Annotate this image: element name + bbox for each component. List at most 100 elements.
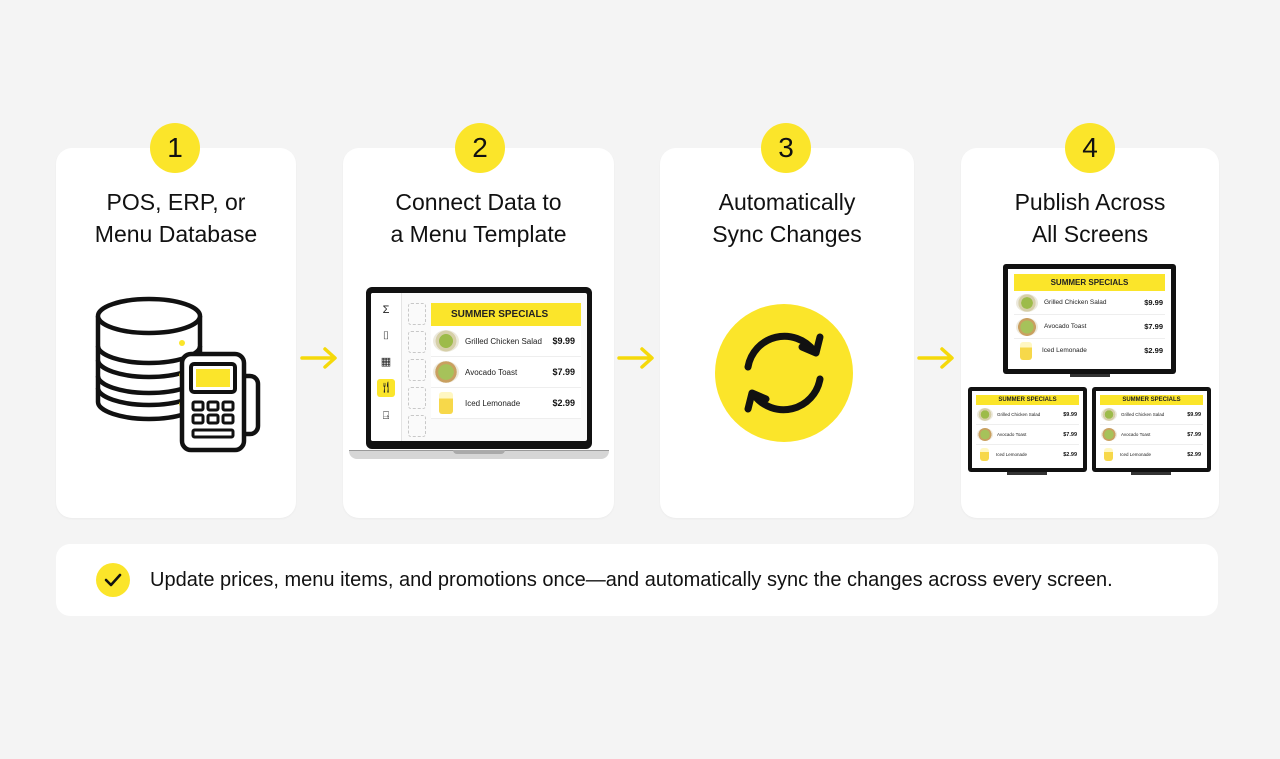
salad-image — [1016, 293, 1038, 312]
menu-item-name: Grilled Chicken Salad — [997, 412, 1041, 417]
toast-image — [1101, 428, 1117, 441]
text-tool-icon[interactable]: Σ — [382, 304, 390, 316]
step-number-badge-2: 2 — [455, 123, 505, 173]
laptop-menu-template: Σ ⌷ ▦ 🍴︎ ⍈ SUMMER SPECIALS Grilled Chick… — [349, 287, 609, 463]
placeholder-slot — [408, 303, 426, 325]
step-title-1-line2: Menu Database — [94, 221, 258, 247]
menu-item-name: Grilled Chicken Salad — [1044, 299, 1107, 306]
step-title-4: Publish Across All Screens — [961, 186, 1219, 250]
step-title-2: Connect Data to a Menu Template — [343, 186, 614, 250]
step-title-2-line1: Connect Data to — [395, 189, 562, 215]
menu-item-price: $2.99 — [1063, 451, 1077, 458]
menu-item-name: Grilled Chicken Salad — [465, 336, 542, 346]
export-icon[interactable]: ⍈ — [382, 410, 390, 422]
menu-item-name: Iced Lemonade — [465, 398, 521, 408]
laptop-screen: Σ ⌷ ▦ 🍴︎ ⍈ SUMMER SPECIALS Grilled Chick… — [366, 287, 592, 449]
placeholder-slot — [408, 415, 426, 437]
toast-image — [977, 428, 993, 441]
arrow-right-icon — [917, 347, 954, 369]
arrow-right-icon — [617, 347, 654, 369]
lemonade-image — [980, 448, 989, 461]
screen-stand — [1070, 374, 1110, 377]
placeholder-slots — [408, 303, 426, 441]
step-title-3-line2: Sync Changes — [712, 221, 862, 247]
menu-item: Grilled Chicken Salad $9.99 — [976, 405, 1079, 425]
toast-image — [1016, 317, 1038, 336]
menu-item-name: Iced Lemonade — [1042, 347, 1087, 354]
menu-item: Iced Lemonade $2.99 — [431, 388, 581, 419]
lemonade-image — [439, 392, 453, 414]
toast-image — [433, 361, 459, 383]
screen-stand — [1007, 472, 1047, 475]
step-title-3: Automatically Sync Changes — [660, 186, 914, 250]
menu-item-price: $9.99 — [1187, 411, 1201, 418]
utensils-icon[interactable]: 🍴︎ — [377, 379, 395, 397]
small-screen-display: SUMMER SPECIALS Grilled Chicken Salad $9… — [1096, 391, 1207, 468]
small-screen-right: SUMMER SPECIALS Grilled Chicken Salad $9… — [1092, 387, 1211, 472]
menu-item: Avocado Toast $7.99 — [1014, 315, 1165, 339]
menu-header: SUMMER SPECIALS — [1100, 395, 1203, 405]
lemonade-image — [1020, 341, 1032, 360]
large-screen-display: SUMMER SPECIALS Grilled Chicken Salad $9… — [1008, 269, 1171, 369]
arrow-right-icon — [300, 347, 337, 369]
menu-item: Avocado Toast $7.99 — [976, 425, 1079, 445]
laptop-display: Σ ⌷ ▦ 🍴︎ ⍈ SUMMER SPECIALS Grilled Chick… — [371, 293, 587, 441]
menu-item-price: $9.99 — [1144, 298, 1163, 307]
menu-item-price: $2.99 — [1144, 346, 1163, 355]
step-title-4-line2: All Screens — [1031, 221, 1149, 247]
step-title-3-line1: Automatically — [718, 189, 856, 215]
summary-bar: Update prices, menu items, and promotion… — [56, 544, 1218, 616]
menu-item-price: $7.99 — [1063, 431, 1077, 438]
menu-item: Grilled Chicken Salad $9.99 — [1014, 291, 1165, 315]
menu-item: Grilled Chicken Salad $9.99 — [1100, 405, 1203, 425]
summary-text: Update prices, menu items, and promotion… — [150, 569, 1113, 591]
menu-item-name: Avocado Toast — [465, 367, 518, 377]
menu-header: SUMMER SPECIALS — [976, 395, 1079, 405]
salad-image — [977, 408, 993, 421]
menu-item-name: Avocado Toast — [997, 432, 1027, 437]
menu-item: Grilled Chicken Salad $9.99 — [431, 326, 581, 357]
step-title-1-line1: POS, ERP, or — [106, 189, 246, 215]
editor-sidebar: Σ ⌷ ▦ 🍴︎ ⍈ — [371, 293, 402, 441]
bookmark-icon[interactable]: ⌷ — [382, 330, 390, 342]
step-number-badge-1: 1 — [150, 123, 200, 173]
database-icon — [95, 296, 203, 422]
placeholder-slot — [408, 387, 426, 409]
menu-header: SUMMER SPECIALS — [1014, 274, 1165, 291]
placeholder-slot — [408, 359, 426, 381]
small-screen-left: SUMMER SPECIALS Grilled Chicken Salad $9… — [968, 387, 1087, 472]
step-title-2-line2: a Menu Template — [390, 221, 567, 247]
step-title-1: POS, ERP, or Menu Database — [56, 186, 296, 250]
screen-stand — [1131, 472, 1171, 475]
menu-item-name: Avocado Toast — [1121, 432, 1151, 437]
placeholder-slot — [408, 331, 426, 353]
menu-item-price: $7.99 — [1187, 431, 1201, 438]
menu-item-price: $9.99 — [1063, 411, 1077, 418]
menu-item: Avocado Toast $7.99 — [1100, 425, 1203, 445]
sync-icon — [715, 304, 853, 442]
menu-item-price: $7.99 — [1144, 322, 1163, 331]
layout-icon[interactable]: ▦ — [380, 356, 392, 368]
salad-image — [1101, 408, 1117, 421]
menu-item: Iced Lemonade $2.99 — [1100, 445, 1203, 464]
menu-item-price: $2.99 — [552, 398, 575, 408]
menu-item: Iced Lemonade $2.99 — [976, 445, 1079, 464]
menu-item-name: Avocado Toast — [1044, 323, 1087, 330]
menu-item: Avocado Toast $7.99 — [431, 357, 581, 388]
menu-item-name: Iced Lemonade — [1120, 452, 1152, 457]
menu-preview: SUMMER SPECIALS Grilled Chicken Salad $9… — [431, 303, 581, 419]
step-title-4-line1: Publish Across — [1014, 189, 1166, 215]
step-number-badge-4: 4 — [1065, 123, 1115, 173]
large-screen: SUMMER SPECIALS Grilled Chicken Salad $9… — [1003, 264, 1176, 374]
menu-item: Iced Lemonade $2.99 — [1014, 339, 1165, 362]
lemonade-image — [1104, 448, 1113, 461]
salad-image — [433, 330, 459, 352]
menu-item-price: $9.99 — [552, 336, 575, 346]
checkmark-icon — [96, 563, 130, 597]
step-number-badge-3: 3 — [761, 123, 811, 173]
laptop-notch — [453, 450, 505, 454]
menu-item-price: $7.99 — [552, 367, 575, 377]
menu-header: SUMMER SPECIALS — [431, 303, 581, 326]
menu-item-name: Grilled Chicken Salad — [1121, 412, 1165, 417]
menu-item-name: Iced Lemonade — [996, 452, 1028, 457]
